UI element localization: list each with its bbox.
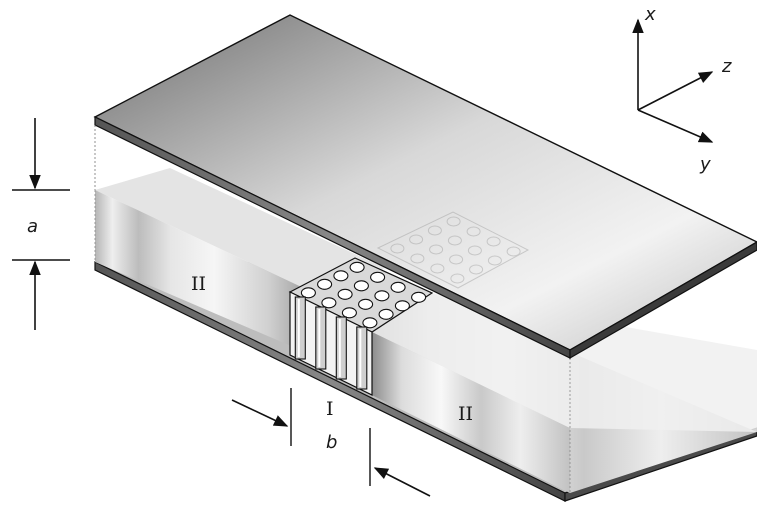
region-II-left-label: II [191, 273, 206, 295]
lattice-hole [317, 278, 333, 290]
region-I-label: I [326, 398, 334, 420]
lattice-ghost-hole [446, 216, 461, 227]
lattice-ghost-hole [447, 235, 462, 246]
lattice-rod [315, 306, 327, 370]
lattice-ghost-hole [430, 263, 445, 274]
coordinate-axes: x z y [632, 4, 732, 175]
lattice-hole [362, 317, 378, 329]
lattice-hole [358, 298, 374, 310]
lattice-ghost-hole [506, 246, 521, 257]
lattice-ghost-hole [450, 273, 465, 284]
lattice-hole [341, 307, 357, 319]
lattice-ghost-hole [467, 245, 482, 256]
region-right-block [372, 293, 757, 493]
region-left-block [94, 168, 385, 355]
lattice-hole [370, 271, 386, 283]
lattice-ghost [376, 211, 530, 289]
lattice-hole [349, 261, 365, 273]
lattice-rod [294, 296, 306, 360]
lattice-rod [335, 316, 347, 380]
dimension-a-label: a [27, 216, 38, 237]
axis-x-label: x [644, 4, 656, 25]
lattice-ghost-hole [466, 226, 481, 237]
lattice-ghost-hole [427, 225, 442, 236]
axis-z-label: z [721, 56, 732, 77]
lattice-holes [300, 261, 427, 329]
lattice-hole [321, 297, 337, 309]
lattice-hole [353, 280, 369, 292]
lattice-ghost-hole [410, 253, 425, 264]
lattice-rods [294, 296, 368, 390]
lattice-hole [333, 270, 349, 282]
lattice-ghost-hole [409, 234, 424, 245]
dimension-b-label: b [326, 432, 337, 453]
lattice-rod [356, 326, 368, 390]
region-II-right-label: II [458, 403, 473, 425]
lattice-hole [411, 291, 427, 303]
lattice-ghost-hole [429, 244, 444, 255]
lattice-ghost-hole [449, 254, 464, 265]
top-plate [93, 14, 757, 360]
lattice-hole [374, 290, 390, 302]
lattice-ghost-hole [486, 236, 501, 247]
axis-y-label: y [699, 154, 711, 175]
dimension-b: b [231, 388, 431, 497]
lattice-hole [300, 287, 316, 299]
lattice-hole [337, 288, 353, 300]
lattice-ghost-hole [469, 264, 484, 275]
dimension-a: a [12, 118, 70, 330]
lattice-hole [394, 300, 410, 312]
lattice-hole [390, 281, 406, 293]
photonic-crystal-lattice [288, 257, 434, 396]
lattice-ghost-hole [390, 243, 405, 254]
lattice-ghost-hole [487, 255, 502, 266]
lattice-hole [378, 308, 394, 320]
